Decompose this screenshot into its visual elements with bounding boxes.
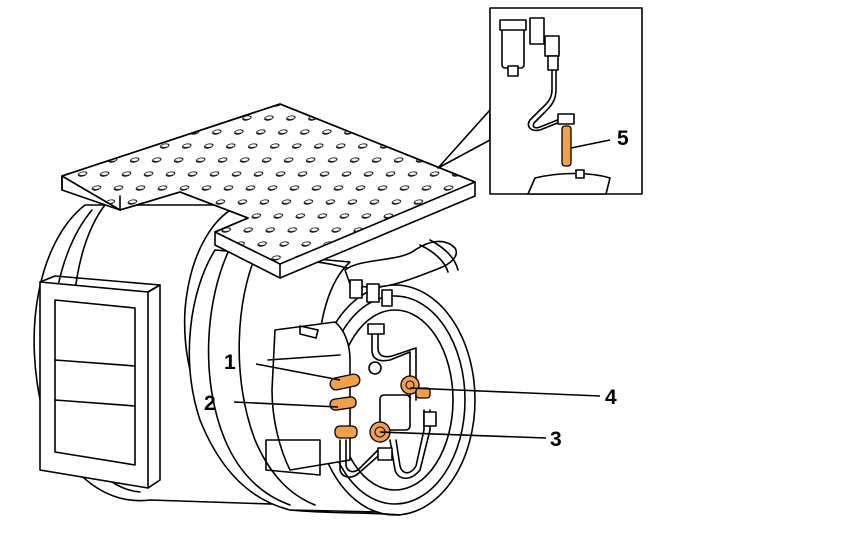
side-frame	[39, 275, 161, 489]
callout-4: 4	[605, 386, 617, 409]
leader-1	[255, 363, 341, 381]
callout-3: 3	[550, 428, 562, 451]
valve-block	[265, 321, 351, 476]
leader-2	[233, 401, 339, 408]
callout-2: 2	[204, 392, 216, 415]
part-1	[329, 373, 361, 391]
perforated-platform	[61, 103, 476, 279]
leader-4	[409, 387, 601, 397]
top-pipes	[344, 239, 459, 307]
callout-5: 5	[617, 127, 629, 150]
part-4-gear	[400, 375, 420, 395]
leader-lines	[233, 139, 611, 439]
callout-1: 1	[224, 351, 236, 374]
callouts: 1 2 3 4 5	[204, 127, 629, 451]
leader-5	[570, 139, 611, 149]
front-valve-assembly	[339, 323, 437, 480]
part-3	[334, 425, 358, 439]
inset-detail	[437, 7, 643, 195]
highlighted-parts	[329, 373, 431, 443]
leader-3	[379, 431, 547, 439]
part-5	[561, 125, 572, 167]
